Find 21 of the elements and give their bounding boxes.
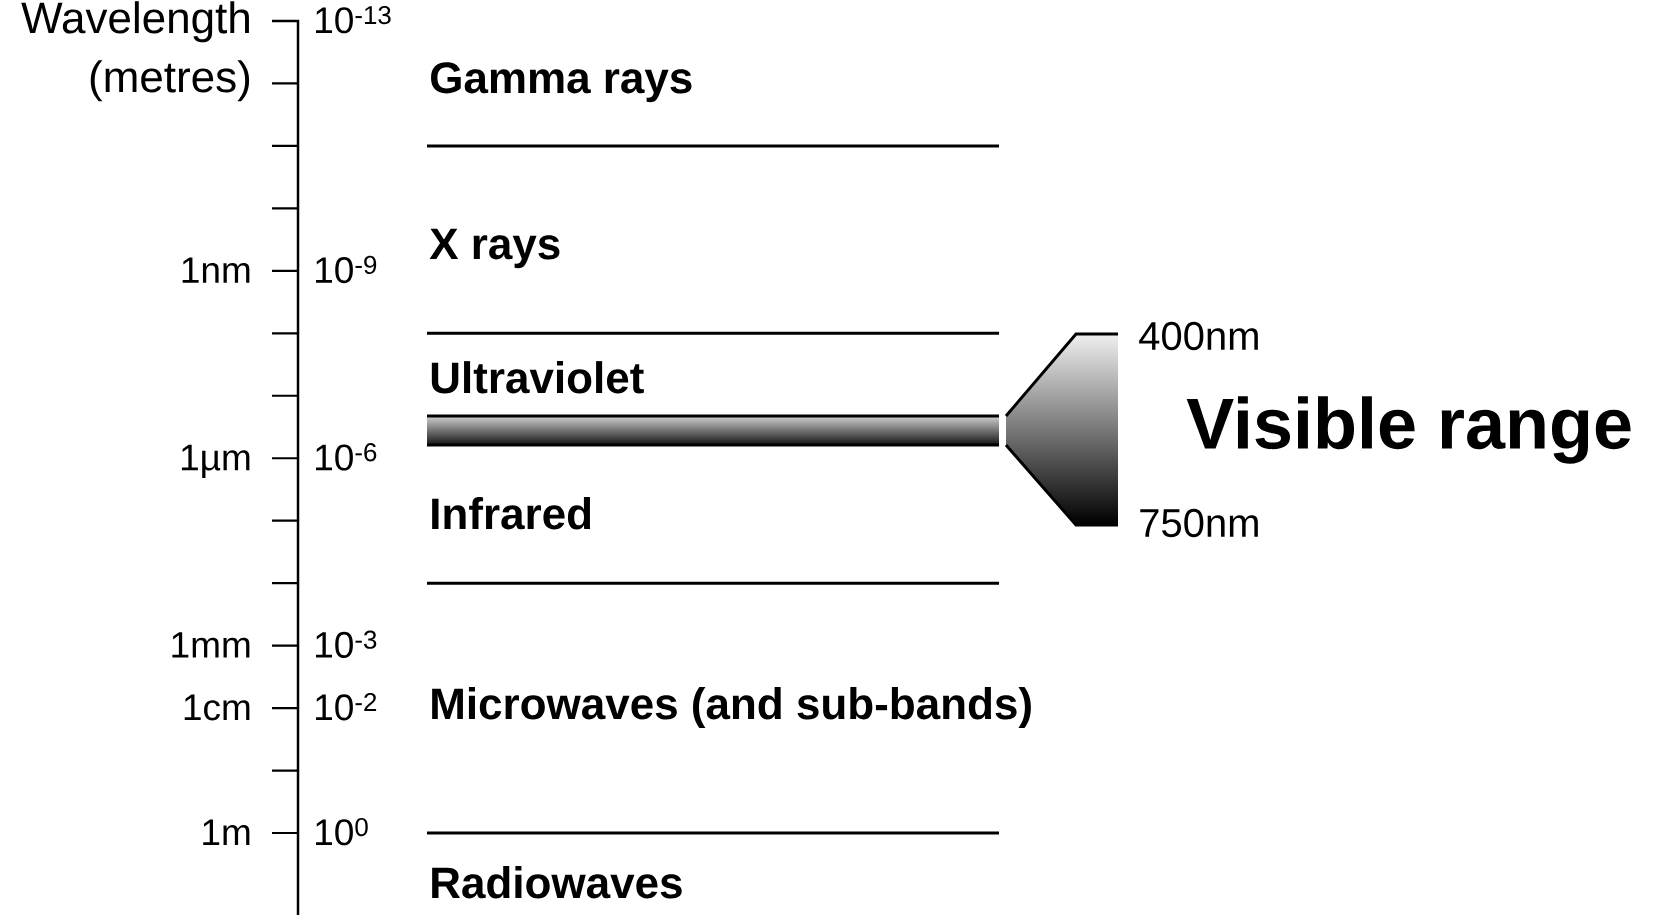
tick-label: 10$^{-6}$ (316, 443, 377, 471)
tick-label: 1nm (182, 257, 250, 283)
band-label: X rays (429, 228, 560, 269)
range-limit-label: 750nm (1140, 508, 1258, 538)
range-label: Visible range (1186, 396, 1631, 464)
tick-label: 10$^{-3}$ (316, 630, 377, 658)
range-limit-label: 400nm (1139, 321, 1258, 351)
band-label: Gamma rays (431, 62, 692, 103)
axis-title: Wavelength (metres) (21, 1, 250, 102)
band-label: Microwaves (and sub-bands) (432, 687, 1031, 729)
tick-label: 1m (203, 819, 250, 845)
tick-label: 10$^{0}$ (316, 817, 368, 846)
tick-label: 10$^{-2}$ (316, 692, 377, 721)
band-label: Ultraviolet (431, 361, 644, 394)
tick-label: 10$^{-13}$ (316, 5, 391, 34)
tick-label: 10$^{-9}$ (316, 255, 377, 284)
tick-label: 1µm (181, 444, 250, 478)
tick-label: 1mm (172, 632, 250, 658)
band-label: Radiowaves (432, 866, 682, 899)
tick-label: 1cm (184, 694, 250, 721)
band-label: Infrared (432, 497, 591, 530)
